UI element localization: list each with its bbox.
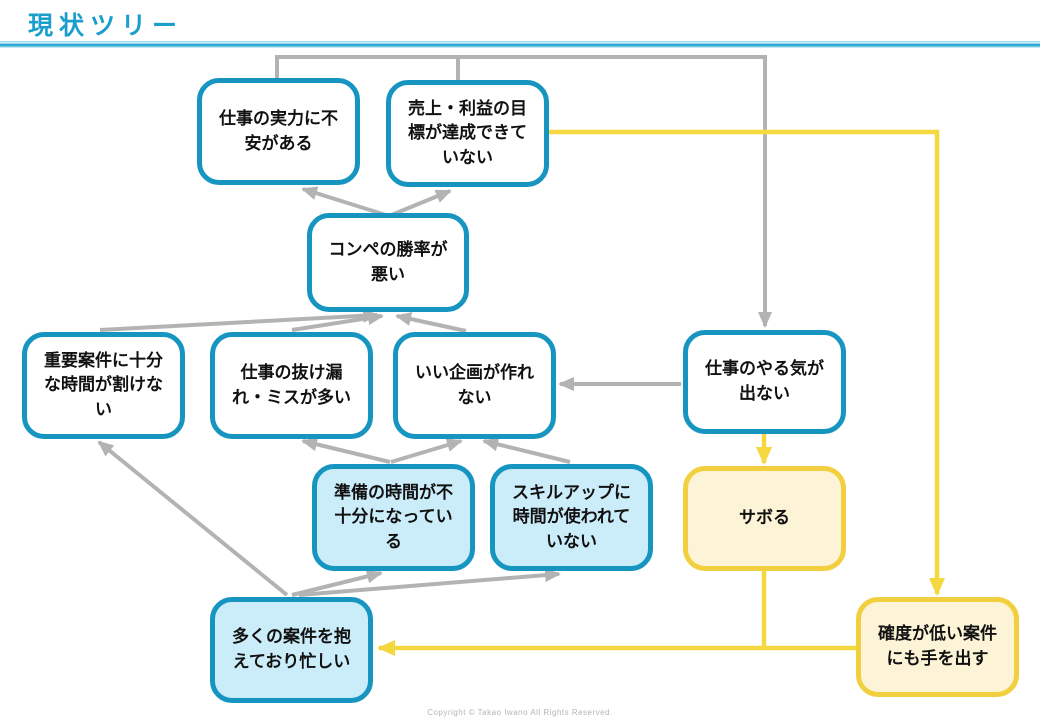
- node-insufficient-preparation-time: 準備の時間が不 十分になってい る: [312, 464, 475, 571]
- node-too-many-projects-busy: 多くの案件を抱 えており忙しい: [210, 597, 373, 703]
- edge-n8-to-n6: [390, 438, 463, 464]
- node-sales-profit-target-missed: 売上・利益の目 標が達成できて いない: [386, 80, 549, 187]
- edge-n11-to-n8: [291, 569, 383, 597]
- header-rule: [0, 41, 1040, 48]
- node-chasing-low-probability-deals: 確度が低い案件 にも手を出す: [856, 597, 1019, 697]
- edge-n9-to-n6: [482, 437, 571, 464]
- node-no-time-for-important-projects: 重要案件に十分 な時間が割けな い: [22, 332, 185, 439]
- node-many-omissions-mistakes: 仕事の抜け漏 れ・ミスが多い: [210, 332, 373, 439]
- edge-n6-to-n3: [395, 312, 467, 333]
- edge-n3-to-n1: [301, 186, 390, 218]
- node-unease-about-ability: 仕事の実力に不 安がある: [197, 78, 360, 185]
- node-no-time-for-skill-up: スキルアップに 時間が使われて いない: [490, 464, 653, 571]
- node-cannot-make-good-plans: いい企画が作れ ない: [393, 332, 556, 439]
- copyright-text: Copyright © Takao Iwano All Rights Reser…: [427, 708, 613, 717]
- node-no-motivation: 仕事のやる気が 出ない: [683, 330, 846, 434]
- node-slacking-off: サボる: [683, 466, 846, 571]
- page-title: 現状ツリー: [28, 12, 184, 40]
- edge-n11-to-n9: [298, 568, 561, 597]
- edge-n11-to-n4: [97, 440, 289, 597]
- edge-n8-to-n5: [301, 437, 391, 464]
- edge-n4-to-n3: [99, 308, 379, 332]
- edge-n5-to-n3: [291, 311, 384, 332]
- node-low-competition-win-rate: コンペの勝率が 悪い: [307, 213, 469, 312]
